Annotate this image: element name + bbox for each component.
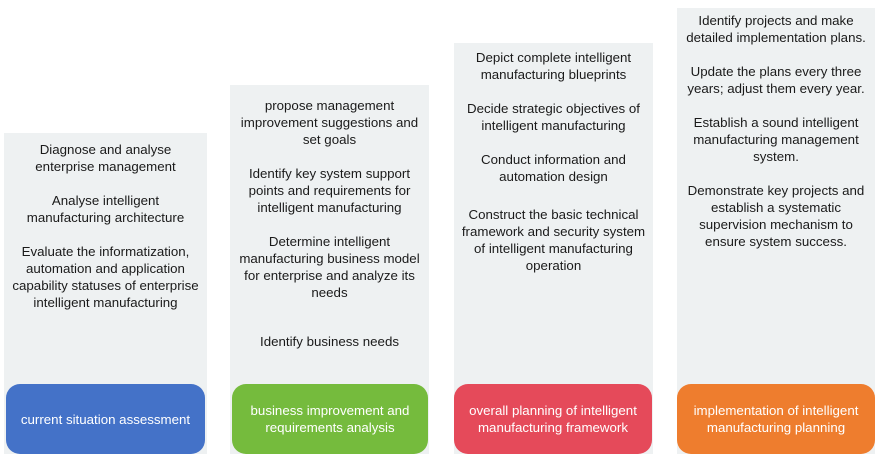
stage-label: business improvement and requirements an… [250, 403, 410, 435]
list-item: Demonstrate key projects and establish a… [687, 183, 865, 249]
list-item: Identify business needs [260, 334, 399, 349]
list-item: Conduct information and automation desig… [481, 152, 626, 184]
stage-box-overall-planning: overall planning of intelligent manufact… [454, 384, 652, 454]
list-item: Update the plans every three years; adju… [687, 64, 865, 96]
stage-label: implementation of intelligent manufactur… [693, 403, 866, 435]
list-item: Identify key system support points and r… [248, 166, 411, 215]
stage-label: current situation assessment [20, 411, 191, 427]
stage-box-current-situation-assessment: current situation assessment [6, 384, 205, 454]
list-item: Evaluate the informatization, automation… [12, 244, 199, 310]
list-item: propose management improvement suggestio… [240, 98, 419, 147]
list-item: Diagnose and analyse enterprise manageme… [35, 142, 176, 174]
list-item: Analyse intelligent manufacturing archit… [26, 193, 185, 225]
list-item: Establish a sound intelligent manufactur… [693, 115, 859, 164]
list-item: Determine intelligent manufacturing busi… [239, 234, 420, 300]
list-item: Identify projects and make detailed impl… [686, 13, 866, 45]
stage-box-implementation: implementation of intelligent manufactur… [677, 384, 875, 454]
column-items: Diagnose and analyse enterprise manageme… [4, 141, 207, 311]
list-item: Decide strategic objectives of intellige… [467, 101, 640, 133]
column-items: Identify projects and make detailed impl… [677, 12, 875, 250]
list-item: Depict complete intelligent manufacturin… [475, 50, 632, 82]
stage-box-business-improvement: business improvement and requirements an… [232, 384, 428, 454]
list-item: Construct the basic technical framework … [461, 207, 646, 273]
column-items: Depict complete intelligent manufacturin… [454, 49, 653, 274]
stage-label: overall planning of intelligent manufact… [469, 403, 637, 435]
column-items: propose management improvement suggestio… [230, 97, 429, 350]
column-implementation: Identify projects and make detailed impl… [677, 8, 875, 454]
